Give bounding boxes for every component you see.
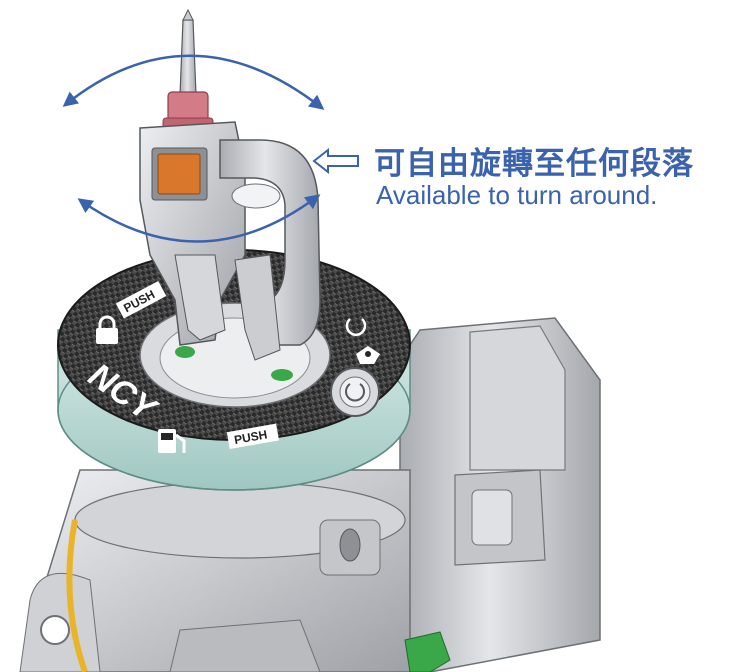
seal-left bbox=[175, 346, 195, 358]
caption-english: Available to turn around. bbox=[376, 180, 658, 210]
seal-right bbox=[271, 369, 293, 381]
rotate-arrow-bottom bbox=[77, 194, 321, 243]
caption-chinese-text: 可自由旋轉至任何段落 bbox=[374, 146, 694, 181]
rotate-arrow-top bbox=[62, 54, 325, 110]
green-clip bbox=[404, 631, 451, 672]
key-hand-icon bbox=[356, 346, 380, 364]
padlock-icon bbox=[96, 315, 118, 344]
switch-housing bbox=[19, 317, 601, 672]
key bbox=[139, 8, 321, 361]
push-button bbox=[330, 367, 380, 417]
yellow-cable bbox=[66, 519, 88, 672]
rotation-arrows bbox=[62, 54, 325, 243]
caption-chinese: 可自由旋轉至任何段落 bbox=[312, 138, 694, 183]
orange-insert bbox=[157, 153, 201, 195]
left-outline-arrow-icon bbox=[312, 147, 359, 174]
push-label-bottom: PUSH bbox=[233, 427, 268, 447]
fuel-pump-icon bbox=[158, 429, 186, 453]
power-icon bbox=[345, 318, 367, 336]
